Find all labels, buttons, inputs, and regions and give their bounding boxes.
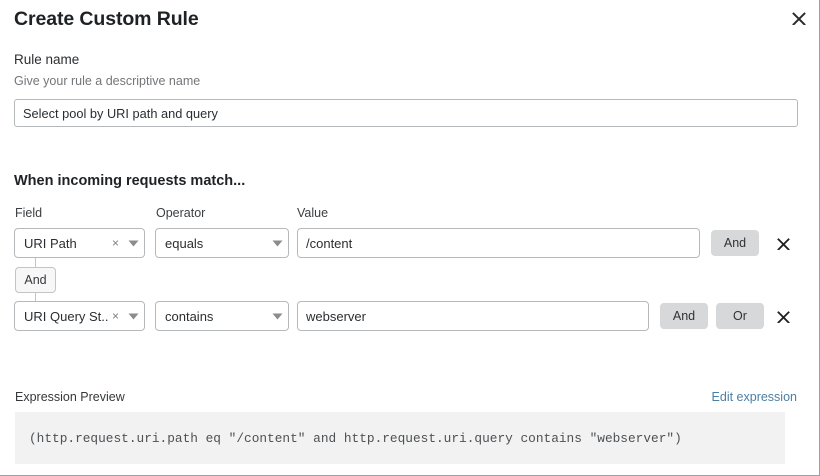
chevron-down-icon[interactable] (266, 240, 288, 247)
and-connector-badge[interactable]: And (15, 267, 56, 293)
close-icon[interactable] (788, 7, 810, 29)
operator-select-1-value: equals (165, 235, 204, 251)
page-title: Create Custom Rule (14, 8, 199, 30)
value-input-2[interactable] (297, 301, 649, 331)
field-select-1-value: URI Path (24, 235, 77, 251)
chevron-down-icon[interactable] (266, 313, 288, 320)
delete-condition-button-1[interactable] (773, 233, 793, 253)
operator-select-1[interactable]: equals (155, 228, 289, 258)
clear-x-icon[interactable]: × (111, 236, 119, 250)
clear-x-icon[interactable]: × (111, 309, 119, 323)
condition-connector-group: And (0, 258, 120, 304)
expression-preview-code: (http.request.uri.path eq "/content" and… (29, 430, 682, 446)
value-input-1[interactable] (297, 228, 700, 258)
dialog-header: Create Custom Rule (0, 0, 819, 44)
chevron-down-icon[interactable] (122, 313, 144, 320)
rule-name-label: Rule name (14, 52, 80, 67)
operator-select-2[interactable]: contains (155, 301, 289, 331)
connector-line-bottom (35, 293, 36, 302)
rule-name-input[interactable] (14, 99, 798, 127)
or-button-2[interactable]: Or (716, 303, 764, 329)
column-header-value: Value (297, 206, 329, 220)
and-button-2[interactable]: And (660, 303, 708, 329)
and-button-1[interactable]: And (711, 230, 759, 256)
conditions-heading: When incoming requests match... (14, 173, 246, 189)
operator-select-2-value: contains (165, 308, 214, 324)
expression-preview-label: Expression Preview (15, 390, 125, 404)
connector-line-top (35, 258, 36, 268)
rule-name-help-text: Give your rule a descriptive name (14, 74, 201, 88)
delete-condition-button-2[interactable] (773, 306, 793, 326)
field-select-1[interactable]: URI Path × (14, 228, 145, 258)
field-select-2[interactable]: URI Query St... × (14, 301, 145, 331)
expression-preview-box: (http.request.uri.path eq "/content" and… (15, 412, 785, 464)
column-header-operator: Operator (156, 206, 206, 220)
field-select-2-value: URI Query St... (24, 308, 109, 324)
chevron-down-icon[interactable] (122, 240, 144, 247)
column-header-field: Field (15, 206, 43, 220)
edit-expression-link[interactable]: Edit expression (711, 390, 797, 404)
